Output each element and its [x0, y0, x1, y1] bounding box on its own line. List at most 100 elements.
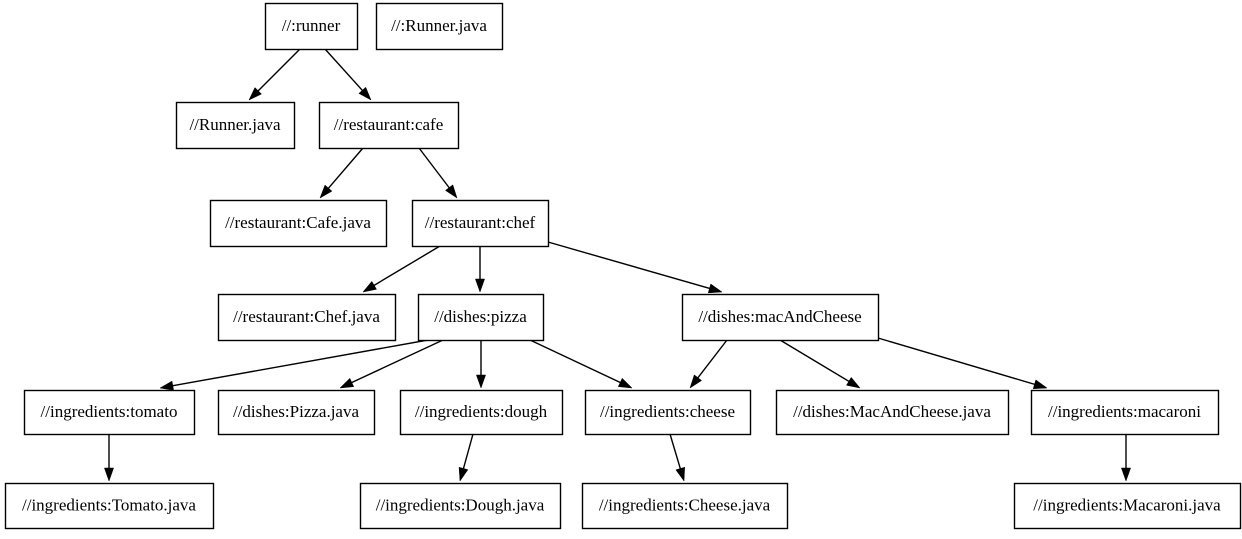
graph-edge: [458, 433, 474, 482]
edge-line: [256, 48, 301, 93]
edge-arrowhead: [707, 283, 723, 294]
node-box[interactable]: [375, 2, 504, 51]
edge-line: [529, 339, 623, 384]
node-box[interactable]: [209, 199, 388, 248]
graph-edge: [475, 246, 485, 293]
edge-line: [324, 48, 365, 93]
node-label: //ingredients:dough: [415, 402, 548, 421]
node-box[interactable]: [318, 101, 460, 150]
node-box[interactable]: [217, 293, 397, 342]
node-label: //:Runner.java: [391, 16, 487, 35]
node-label: //dishes:Pizza.java: [233, 402, 360, 421]
node-box[interactable]: [1013, 482, 1242, 530]
node-label: //dishes:macAndCheese: [698, 307, 861, 326]
node-box[interactable]: [775, 389, 1010, 436]
graph-edge: [1121, 434, 1131, 482]
graph-node-runner_java_root[interactable]: //:Runner.java: [375, 2, 504, 51]
node-box[interactable]: [584, 389, 752, 436]
node-box[interactable]: [359, 482, 562, 530]
graph-node-ing_macaroni_java[interactable]: //ingredients:Macaroni.java: [1013, 482, 1242, 530]
edge-arrowhead: [689, 374, 703, 389]
graph-edge: [547, 241, 723, 294]
graph-node-runner[interactable]: //:runner: [264, 2, 359, 51]
node-label: //Runner.java: [189, 115, 281, 134]
graph-node-ing_tomato_java[interactable]: //ingredients:Tomato.java: [4, 482, 215, 530]
graph-node-dishes_mac[interactable]: //dishes:macAndCheese: [681, 293, 880, 342]
edge-line: [779, 339, 851, 383]
graph-edge: [476, 340, 486, 389]
graph-node-ing_cheese_java[interactable]: //ingredients:Cheese.java: [581, 482, 789, 530]
edge-line: [326, 147, 364, 191]
node-box[interactable]: [581, 482, 789, 530]
edge-line: [170, 339, 429, 387]
node-label: //ingredients:macaroni: [1048, 402, 1201, 421]
node-label: //restaurant:cafe: [334, 115, 444, 134]
edge-line: [349, 339, 444, 384]
graph-node-restaurant_cafe[interactable]: //restaurant:cafe: [318, 101, 460, 150]
node-label: //dishes:MacAndCheese.java: [793, 402, 991, 421]
node-label: //restaurant:Chef.java: [233, 307, 380, 326]
node-label: //restaurant:Cafe.java: [225, 213, 371, 232]
graph-node-ing_tomato[interactable]: //ingredients:tomato: [23, 389, 196, 436]
node-label: //ingredients:Cheese.java: [599, 495, 771, 514]
edge-arrowhead: [1032, 379, 1048, 389]
graph-edge: [877, 337, 1048, 389]
nodes-layer: //:runner //:Runner.java //Runner.java //re…: [4, 2, 1242, 530]
node-box[interactable]: [175, 101, 296, 150]
graph-node-dishes_pizza_java[interactable]: //dishes:Pizza.java: [217, 389, 376, 436]
edge-line: [877, 337, 1037, 386]
node-box[interactable]: [681, 293, 880, 342]
graph-node-restaurant_cafe_java[interactable]: //restaurant:Cafe.java: [209, 199, 388, 248]
node-box[interactable]: [417, 293, 545, 342]
graph-node-dishes_mac_java[interactable]: //dishes:MacAndCheese.java: [775, 389, 1010, 436]
edge-line: [696, 339, 728, 380]
node-label: //ingredients:tomato: [41, 402, 178, 421]
graph-edge: [324, 48, 372, 101]
node-box[interactable]: [23, 389, 196, 436]
node-box[interactable]: [1030, 389, 1220, 436]
graph-node-ing_cheese[interactable]: //ingredients:cheese: [584, 389, 752, 436]
edge-line: [372, 245, 441, 287]
graph-edge: [529, 339, 633, 389]
edge-arrowhead: [339, 377, 355, 389]
graph-node-ing_macaroni[interactable]: //ingredients:macaroni: [1030, 389, 1220, 436]
graph-edge: [319, 147, 364, 199]
graph-edge: [248, 48, 301, 101]
edge-arrowhead: [319, 184, 333, 199]
node-label: //restaurant:chef: [425, 213, 536, 232]
edge-line: [462, 433, 474, 471]
edge-arrowhead: [159, 380, 174, 391]
edge-arrowhead: [1121, 467, 1131, 482]
node-box[interactable]: [399, 389, 564, 436]
graph-node-ing_dough_java[interactable]: //ingredients:Dough.java: [359, 482, 562, 530]
graph-edge: [669, 433, 685, 482]
graph-edge: [418, 147, 458, 199]
edge-arrowhead: [358, 86, 372, 101]
edge-arrowhead: [362, 280, 377, 293]
graph-edge: [362, 245, 441, 293]
edge-arrowhead: [475, 278, 485, 293]
node-box[interactable]: [411, 199, 550, 248]
graph-node-dishes_pizza[interactable]: //dishes:pizza: [417, 293, 545, 342]
graph-edge: [159, 339, 429, 391]
edge-arrowhead: [458, 466, 469, 482]
edge-line: [418, 147, 451, 190]
node-label: //ingredients:Dough.java: [376, 495, 545, 514]
graph-node-runner_java[interactable]: //Runner.java: [175, 101, 296, 150]
node-box[interactable]: [4, 482, 215, 530]
graph-node-restaurant_chef_java[interactable]: //restaurant:Chef.java: [217, 293, 397, 342]
graph-edge: [339, 339, 444, 389]
edge-arrowhead: [476, 374, 486, 389]
node-box[interactable]: [217, 389, 376, 436]
edge-arrowhead: [675, 466, 685, 482]
node-box[interactable]: [264, 2, 359, 51]
graph-node-ing_dough[interactable]: //ingredients:dough: [399, 389, 564, 436]
edges-layer: [104, 48, 1131, 482]
graph-edge: [104, 434, 114, 482]
edge-line: [547, 241, 712, 290]
edge-arrowhead: [617, 377, 633, 389]
graph-node-restaurant_chef[interactable]: //restaurant:chef: [411, 199, 550, 248]
edge-arrowhead: [445, 184, 458, 199]
edge-line: [669, 433, 682, 471]
